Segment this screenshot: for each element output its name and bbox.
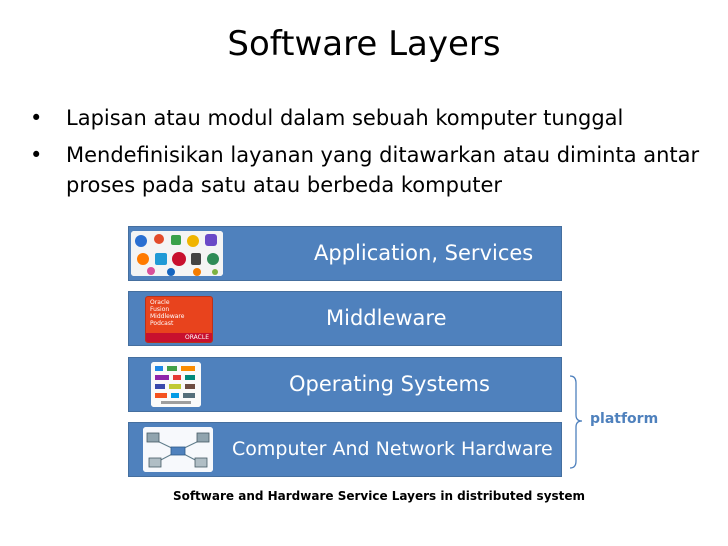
bullet-item: • Mendefinisikan layanan yang ditawarkan…	[30, 140, 710, 200]
layer-label: Middleware	[326, 306, 447, 330]
bullet-marker: •	[30, 143, 43, 167]
diagram-caption: Software and Hardware Service Layers in …	[172, 489, 586, 503]
layer-label: Operating Systems	[289, 372, 490, 396]
logo-text: Podcast	[150, 320, 174, 327]
application-icons-collage-image	[131, 231, 223, 276]
platform-label: platform	[590, 411, 659, 427]
oracle-brand-text: ORACLE	[146, 333, 212, 342]
layer-middleware: Oracle Fusion Middleware Podcast ORACLE …	[128, 291, 562, 346]
logo-text: Oracle	[150, 299, 170, 306]
bullet-marker: •	[30, 106, 43, 130]
layer-label: Computer And Network Hardware	[232, 438, 553, 460]
logo-text: Middleware	[150, 313, 185, 320]
slide-title: Software Layers	[227, 24, 501, 64]
layer-label: Application, Services	[314, 241, 534, 265]
operating-systems-logos-image	[151, 362, 201, 407]
logo-text: Fusion	[150, 306, 170, 313]
oracle-fusion-middleware-logo-image: Oracle Fusion Middleware Podcast ORACLE	[145, 296, 213, 343]
bullet-text: Mendefinisikan layanan yang ditawarkan a…	[66, 143, 700, 197]
layer-operating-systems: Operating Systems	[128, 357, 562, 412]
layer-application-services: Application, Services	[128, 226, 562, 281]
bullet-item: • Lapisan atau modul dalam sebuah komput…	[30, 103, 710, 133]
platform-brace-icon	[568, 375, 584, 473]
layer-computer-network-hardware: Computer And Network Hardware	[128, 422, 562, 477]
bullet-list: • Lapisan atau modul dalam sebuah komput…	[30, 103, 710, 207]
network-hardware-diagram-image	[143, 427, 213, 472]
bullet-text: Lapisan atau modul dalam sebuah komputer…	[66, 106, 624, 130]
